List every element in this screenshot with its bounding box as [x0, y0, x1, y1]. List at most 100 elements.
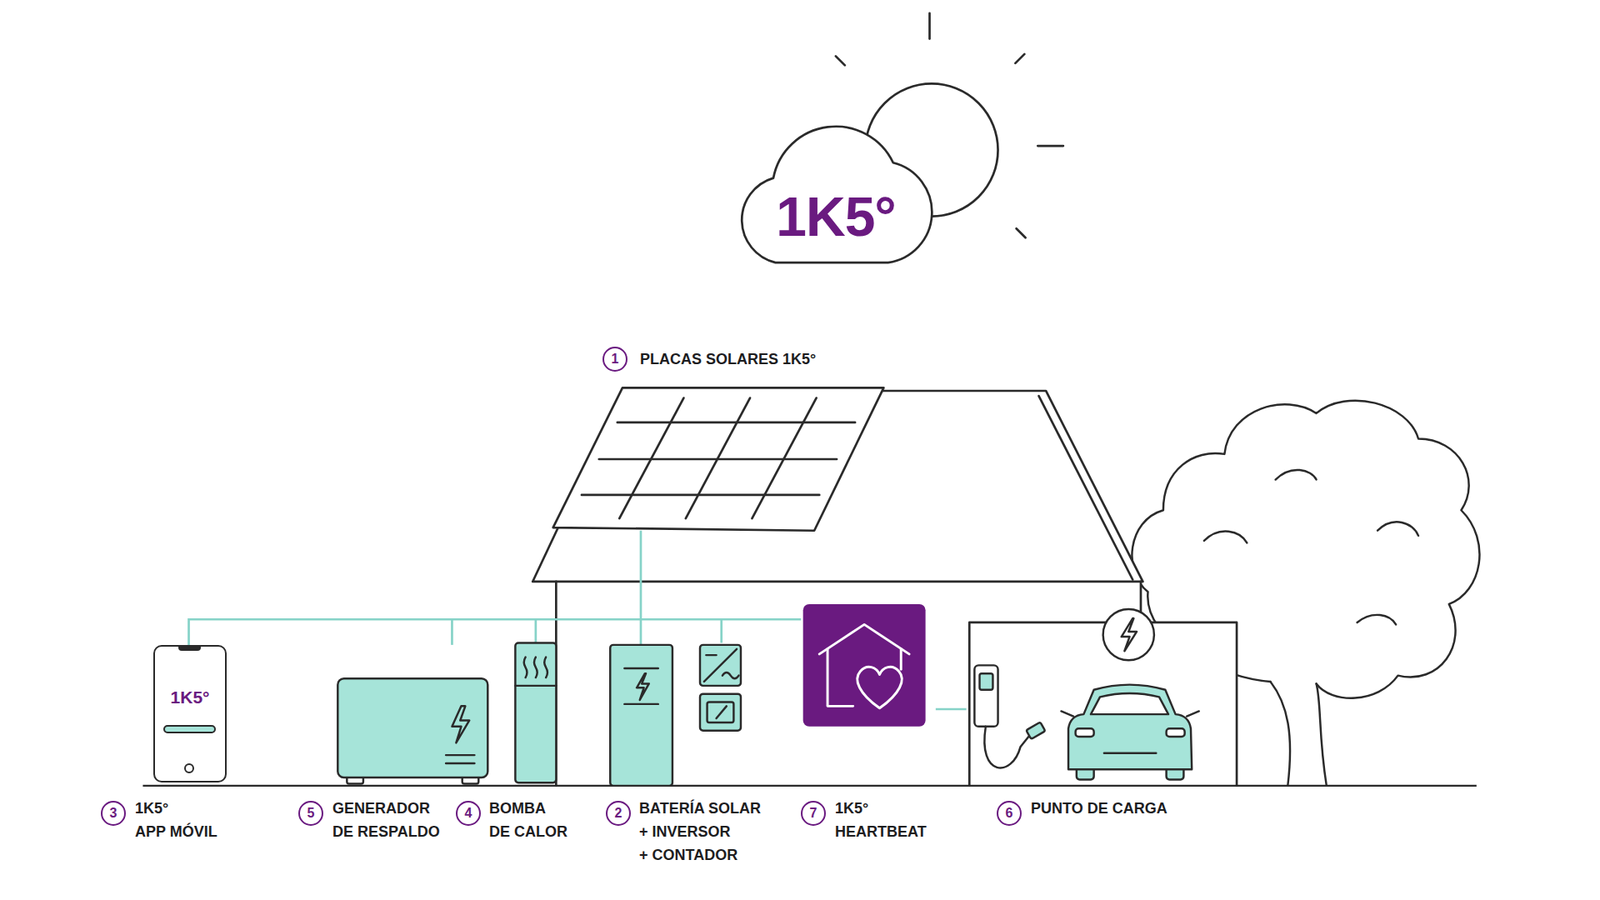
sun-line	[928, 13, 931, 40]
callout-number: 5	[298, 800, 324, 826]
wiring-path	[640, 530, 643, 645]
label-line: GENERADOR	[332, 796, 440, 820]
label-line: BATERÍA SOLAR	[639, 796, 761, 820]
house-path	[969, 622, 1237, 786]
electric-car-line	[1060, 710, 1074, 716]
backup-generator-rect	[337, 678, 488, 778]
tree-path	[1357, 615, 1397, 625]
electric-car-line	[1186, 710, 1200, 716]
backup-generator-line	[445, 762, 475, 765]
tree-path	[1377, 521, 1419, 535]
charging-point-rect	[974, 665, 998, 726]
heat-pump-path	[534, 657, 538, 678]
house-path	[1039, 395, 1134, 580]
label-line: APP MÓVIL	[135, 820, 218, 844]
part-label: BOMBA DE CALOR	[489, 796, 568, 844]
solar-panel-path	[553, 387, 885, 530]
cloud-shape	[741, 126, 932, 263]
solar-panel-line	[751, 398, 816, 519]
part-label: PUNTO DE CARGA	[1030, 796, 1168, 820]
electric-car-rect	[1075, 728, 1095, 737]
label-line: DE RESPALDO	[332, 820, 440, 844]
ground-line	[142, 785, 1476, 787]
electric-car-line	[1104, 751, 1156, 754]
sun-line	[1015, 54, 1025, 64]
inverter-meter-rect	[707, 701, 735, 722]
callout-number: 7	[800, 800, 826, 826]
backup-generator-path	[451, 705, 470, 743]
solar-battery	[610, 645, 673, 786]
electric-car	[1060, 685, 1199, 780]
phone-notch	[178, 646, 201, 651]
heat-pump-path	[524, 657, 528, 678]
inverter-meter	[700, 645, 741, 731]
charging-point-rect	[1025, 722, 1045, 740]
sun-line	[1016, 228, 1026, 238]
part-label: 1K5° APP MÓVIL	[135, 796, 218, 844]
solar-battery-line	[624, 703, 658, 705]
solar-panel-line	[619, 398, 684, 519]
callout-number: 4	[455, 800, 481, 826]
label-line: PLACAS SOLARES 1K5°	[640, 347, 816, 371]
heat-pump-rect	[515, 642, 556, 783]
heat-pump-path	[544, 657, 548, 678]
solar-battery-line	[624, 667, 658, 670]
electric-car-path	[1068, 685, 1192, 770]
heartbeat-device-rect	[803, 604, 926, 727]
heat-pump-line	[515, 685, 556, 687]
wiring-path	[535, 619, 538, 643]
callout-number: 1	[602, 346, 628, 372]
tree-path	[1275, 470, 1317, 480]
app-logo-text: 1K5°	[170, 686, 210, 709]
label-line: BOMBA	[489, 796, 568, 820]
solar-battery-rect	[610, 645, 673, 786]
wiring-path	[450, 619, 454, 645]
inverter-meter-line	[716, 705, 727, 719]
tree-path	[1204, 531, 1247, 544]
charging-point-path	[984, 726, 1029, 769]
label-line: PUNTO DE CARGA	[1030, 796, 1168, 820]
label-line: HEARTBEAT	[835, 820, 927, 844]
backup-generator-line	[445, 754, 475, 756]
part-label: 1K5° HEARTBEAT	[835, 796, 927, 844]
sun-line	[1037, 145, 1064, 148]
label-line: 1K5°	[135, 796, 218, 820]
heat-pump	[515, 642, 556, 783]
callout-number: 3	[100, 800, 126, 826]
tree-path	[1270, 681, 1290, 786]
heartbeat-device-path	[819, 624, 910, 655]
heartbeat-device-path	[857, 666, 902, 708]
heartbeat-device-path	[827, 649, 854, 707]
logo-text: 1K5°	[775, 185, 895, 249]
electric-car-rect	[1166, 728, 1185, 737]
sun-line	[835, 55, 845, 65]
tree-path	[1316, 683, 1327, 785]
backup-generator	[337, 678, 488, 784]
part-label: BATERÍA SOLAR + INVERSOR + CONTADOR	[639, 796, 761, 867]
charging-point-rect	[980, 673, 994, 690]
ground-line-line	[142, 785, 1476, 787]
label-line: DE CALOR	[489, 820, 568, 844]
wiring-path	[189, 619, 802, 645]
logo-cloud: 1K5°	[728, 106, 944, 267]
app-progress-bar	[163, 725, 216, 734]
inverter-meter-rect	[700, 645, 741, 686]
heartbeat-device-path	[900, 649, 903, 670]
electric-car-path	[1090, 693, 1169, 715]
label-line: + INVERSOR	[639, 820, 761, 844]
phone-home-button	[184, 763, 195, 774]
charging-point-path	[1121, 618, 1137, 651]
label-line: + CONTADOR	[639, 843, 761, 867]
solar-panel-line	[685, 398, 750, 519]
charging-point-circle	[1103, 609, 1155, 660]
callout-number: 2	[605, 800, 631, 826]
inverter-meter-line	[705, 654, 716, 656]
callout-number: 6	[996, 800, 1022, 826]
inverter-meter-path	[722, 672, 740, 679]
solar-battery-path	[636, 673, 650, 700]
label-line: 1K5°	[835, 796, 927, 820]
wiring-path	[935, 708, 967, 711]
part-label: GENERADOR DE RESPALDO	[332, 796, 440, 844]
